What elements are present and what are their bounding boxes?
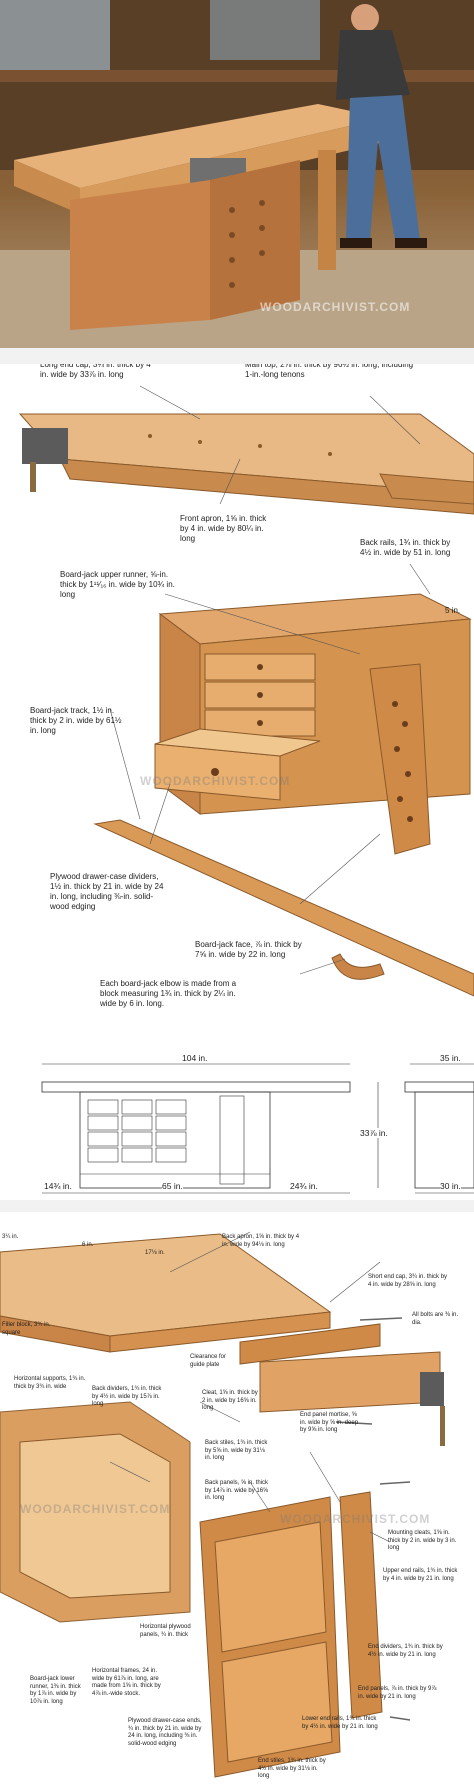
callout-plywood-dividers: Plywood drawer-case dividers, 1½ in. thi…	[50, 872, 164, 911]
callout-horizontal-supports: Horizontal supports, 1¾ in. thick by 3¾ …	[14, 1376, 86, 1390]
callout-cleat: Cleat, 1⅝ in. thick by 2 in. wide by 16⅝…	[202, 1390, 258, 1411]
callout-horizontal-plywood: Horizontal plywood panels, ¾ in. thick	[140, 1624, 191, 1638]
callout-board-jack-elbow: Each board-jack elbow is made from a blo…	[100, 979, 237, 1008]
callout-board-jack-lower: Board-jack lower runner, 1⅜ in. thick by…	[30, 1676, 81, 1705]
callout-board-jack-runner: Board-jack upper runner, ⅝-in. thick by …	[60, 570, 175, 599]
callout-horizontal-frames: Horizontal frames, 24 in. wide by 61⅞ in…	[92, 1668, 161, 1697]
watermark: WOODARCHIVIST.COM	[140, 774, 291, 788]
callout-back-dividers: Back dividers, 1¾ in. thick by 4½ in. wi…	[92, 1386, 162, 1407]
dim-left-overhang: 14¾ in.	[44, 1181, 72, 1191]
callout-upper-end-rails: Upper end rails, 1¾ in. thick by 4 in. w…	[383, 1568, 458, 1582]
callout-plywood-ends: Plywood drawer-case ends, ¾ in. thick by…	[128, 1718, 202, 1747]
separator	[0, 348, 474, 364]
watermark: WOODARCHIVIST.COM	[20, 1502, 171, 1516]
watermark: WOODARCHIVIST.COM	[280, 1512, 431, 1526]
callout-back-rails: Back rails, 1¾ in. thick by 4½ in. wide …	[360, 538, 451, 557]
callout-main-top: Main top, 2⅞ in. thick by 96½ in. long, …	[245, 364, 414, 379]
separator	[0, 1200, 474, 1212]
callout-all-bolts: All bolts are ⅜ in. dia.	[412, 1312, 459, 1326]
dimension-drawings: 104 in. 35 in. 33⅞ in. 14¾ in. 65 in. 24…	[0, 1050, 474, 1200]
elevation-views	[41, 1063, 474, 1194]
callout-end-dividers: End dividers, 1¾ in. thick by 4½ in. wid…	[368, 1644, 443, 1658]
callout-back-panels: Back panels, ⅝ in. thick by 14⅞ in. wide…	[205, 1480, 269, 1501]
dim-depth: 35 in.	[440, 1053, 461, 1063]
callout-five-in: 5 in.	[445, 606, 461, 615]
dim-height: 33⅞ in.	[360, 1128, 388, 1138]
callout-mounting-cleats: Mounting cleats, 1⅝ in. thick by 2 in. w…	[388, 1530, 457, 1551]
exploded-view-top: Long end cap, 3¾ in. thick by 4 in. wide…	[0, 364, 474, 1030]
dim-base-length: 65 in.	[162, 1181, 183, 1191]
callout-end-panels: End panels, ⅞ in. thick by 9⅞ in. wide b…	[358, 1686, 437, 1700]
callout-six-in: 6 in.	[82, 1242, 94, 1248]
callout-long-end-cap: Long end cap, 3¾ in. thick by 4 in. wide…	[40, 364, 151, 379]
assembly-illustration	[0, 1231, 445, 1778]
callout-board-jack-track: Board-jack track, 1½ in. thick by 2 in. …	[30, 706, 122, 735]
callout-clearance: Clearance for guide plate	[190, 1354, 227, 1368]
callout-filler-block: Filler block, 3¾ in. square	[2, 1322, 51, 1336]
callout-short-end-cap: Short end cap, 3¾ in. thick by 4 in. wid…	[368, 1274, 448, 1288]
callout-front-apron: Front apron, 1⅝ in. thick by 4 in. wide …	[180, 514, 267, 543]
exploded-view-bottom: 3¼ in. 6 in. 17⅛ in. Back apron, 1⅝ in. …	[0, 1212, 474, 1790]
callout-seventeen-in: 17⅛ in.	[145, 1250, 165, 1256]
dim-overall-length: 104 in.	[182, 1053, 208, 1063]
callout-lower-end-rails: Lower end rails, 1¾ in. thick by 4½ in. …	[302, 1716, 378, 1730]
workshop-scene	[0, 0, 474, 348]
dim-base-depth: 30 in.	[440, 1181, 461, 1191]
bench-illustration	[18, 385, 474, 997]
dim-right-overhang: 24¾ in.	[290, 1181, 318, 1191]
callout-end-panel-mortise: End panel mortise, ⅝ in. wide by ⅝ in. d…	[300, 1412, 359, 1433]
callout-board-jack-face: Board-jack face, ⅞ in. thick by 7⅝ in. w…	[195, 940, 302, 959]
workbench-photo: WOODARCHIVIST.COM	[0, 0, 474, 348]
watermark: WOODARCHIVIST.COM	[260, 300, 411, 314]
callout-back-apron: Back apron, 1⅝ in. thick by 4 in. wide b…	[222, 1234, 300, 1248]
callout-end-stiles: End stiles, 1¾ in. thick by 4½ in. wide …	[258, 1758, 326, 1779]
callout-top-thick: 3¼ in.	[2, 1234, 19, 1240]
callout-back-stiles: Back stiles, 1¾ in. thick by 5⅝ in. wide…	[205, 1440, 268, 1461]
